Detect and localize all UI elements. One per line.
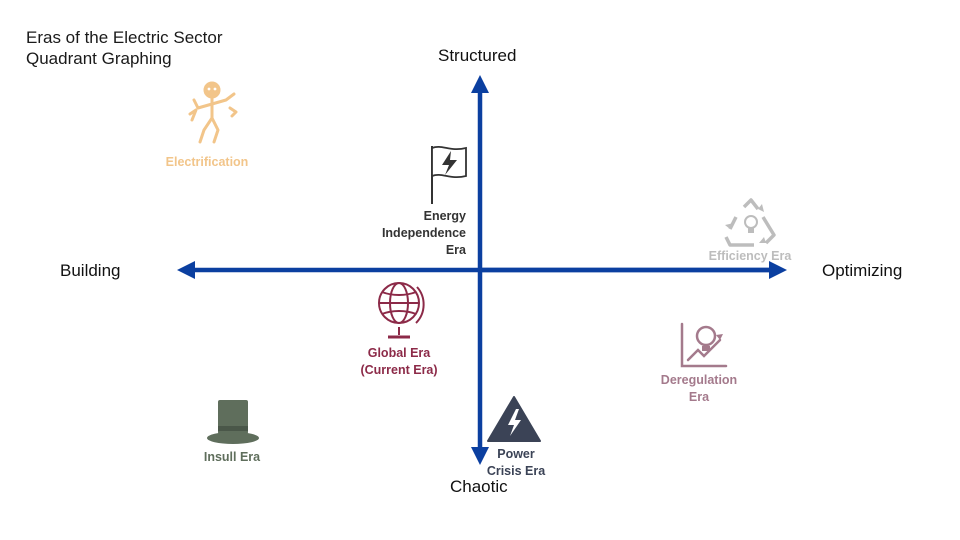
- axis-label-right: Optimizing: [822, 261, 903, 280]
- era-label-deregulation: Deregulation Era: [660, 373, 738, 404]
- chart-magnifier-icon: [680, 322, 728, 368]
- era-label-power-crisis: Power Crisis Era: [486, 447, 546, 478]
- era-label-electrification: Electrification: [165, 155, 249, 169]
- era-label-energy-independence: Energy Independence Era: [381, 209, 466, 257]
- title-line-2: Quadrant Graphing: [26, 49, 172, 68]
- era-label-insull: Insull Era: [203, 450, 261, 464]
- recycle-bulb-icon: [724, 198, 776, 247]
- title-line-1: Eras of the Electric Sector: [26, 28, 223, 47]
- axis-label-top: Structured: [438, 46, 517, 65]
- lightning-flag-icon: [431, 145, 467, 204]
- warning-lightning-icon: [487, 396, 541, 442]
- era-label-efficiency: Efficiency Era: [708, 249, 792, 263]
- top-hat-icon: [207, 400, 259, 444]
- axis-label-bottom: Chaotic: [450, 477, 508, 496]
- diagram-title: Eras of the Electric Sector Quadrant Gra…: [26, 27, 223, 69]
- era-label-global: Global Era (Current Era): [360, 346, 438, 377]
- axis-label-left: Building: [60, 261, 121, 280]
- robot-figure-icon: [188, 81, 238, 144]
- globe-icon: [378, 282, 425, 339]
